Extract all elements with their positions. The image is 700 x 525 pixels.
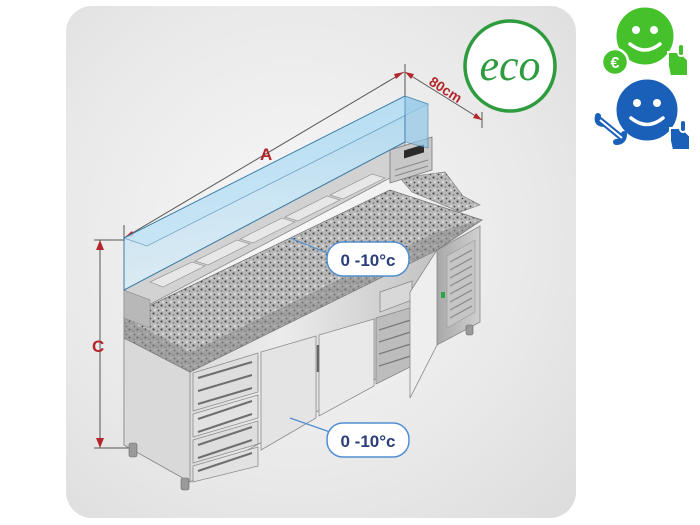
display-base-end (123, 289, 151, 329)
temp-text-display: 0 -10°c (340, 251, 395, 270)
temp-badge-base: 0 -10°c (289, 417, 410, 458)
ingredient-pans (149, 173, 386, 288)
open-door (409, 248, 438, 399)
vent-grille (446, 239, 476, 329)
length-dimension (123, 71, 405, 245)
depth-dimension (404, 64, 483, 128)
glass-end-panel (404, 95, 429, 149)
smiley-wrench-thumbsup-icon (594, 76, 691, 151)
display-controller (389, 136, 433, 184)
control-led (441, 292, 445, 298)
smiley-euro-thumbsup-icon: € (600, 4, 689, 77)
drawer-stack (192, 352, 259, 483)
euro-symbol: € (611, 55, 620, 72)
temp-text-base: 0 -10°c (340, 432, 395, 451)
eco-text: eco (479, 41, 540, 90)
closed-doors (260, 318, 375, 451)
height-label: C (92, 337, 104, 356)
feet (128, 324, 474, 491)
eco-badge: eco (463, 19, 557, 113)
depth-label: 80cm (426, 73, 465, 106)
length-label: A (260, 145, 272, 164)
granite-backsplash (399, 171, 481, 213)
height-dimension (94, 239, 130, 449)
temp-badge-display: 0 -10°c (289, 237, 410, 277)
